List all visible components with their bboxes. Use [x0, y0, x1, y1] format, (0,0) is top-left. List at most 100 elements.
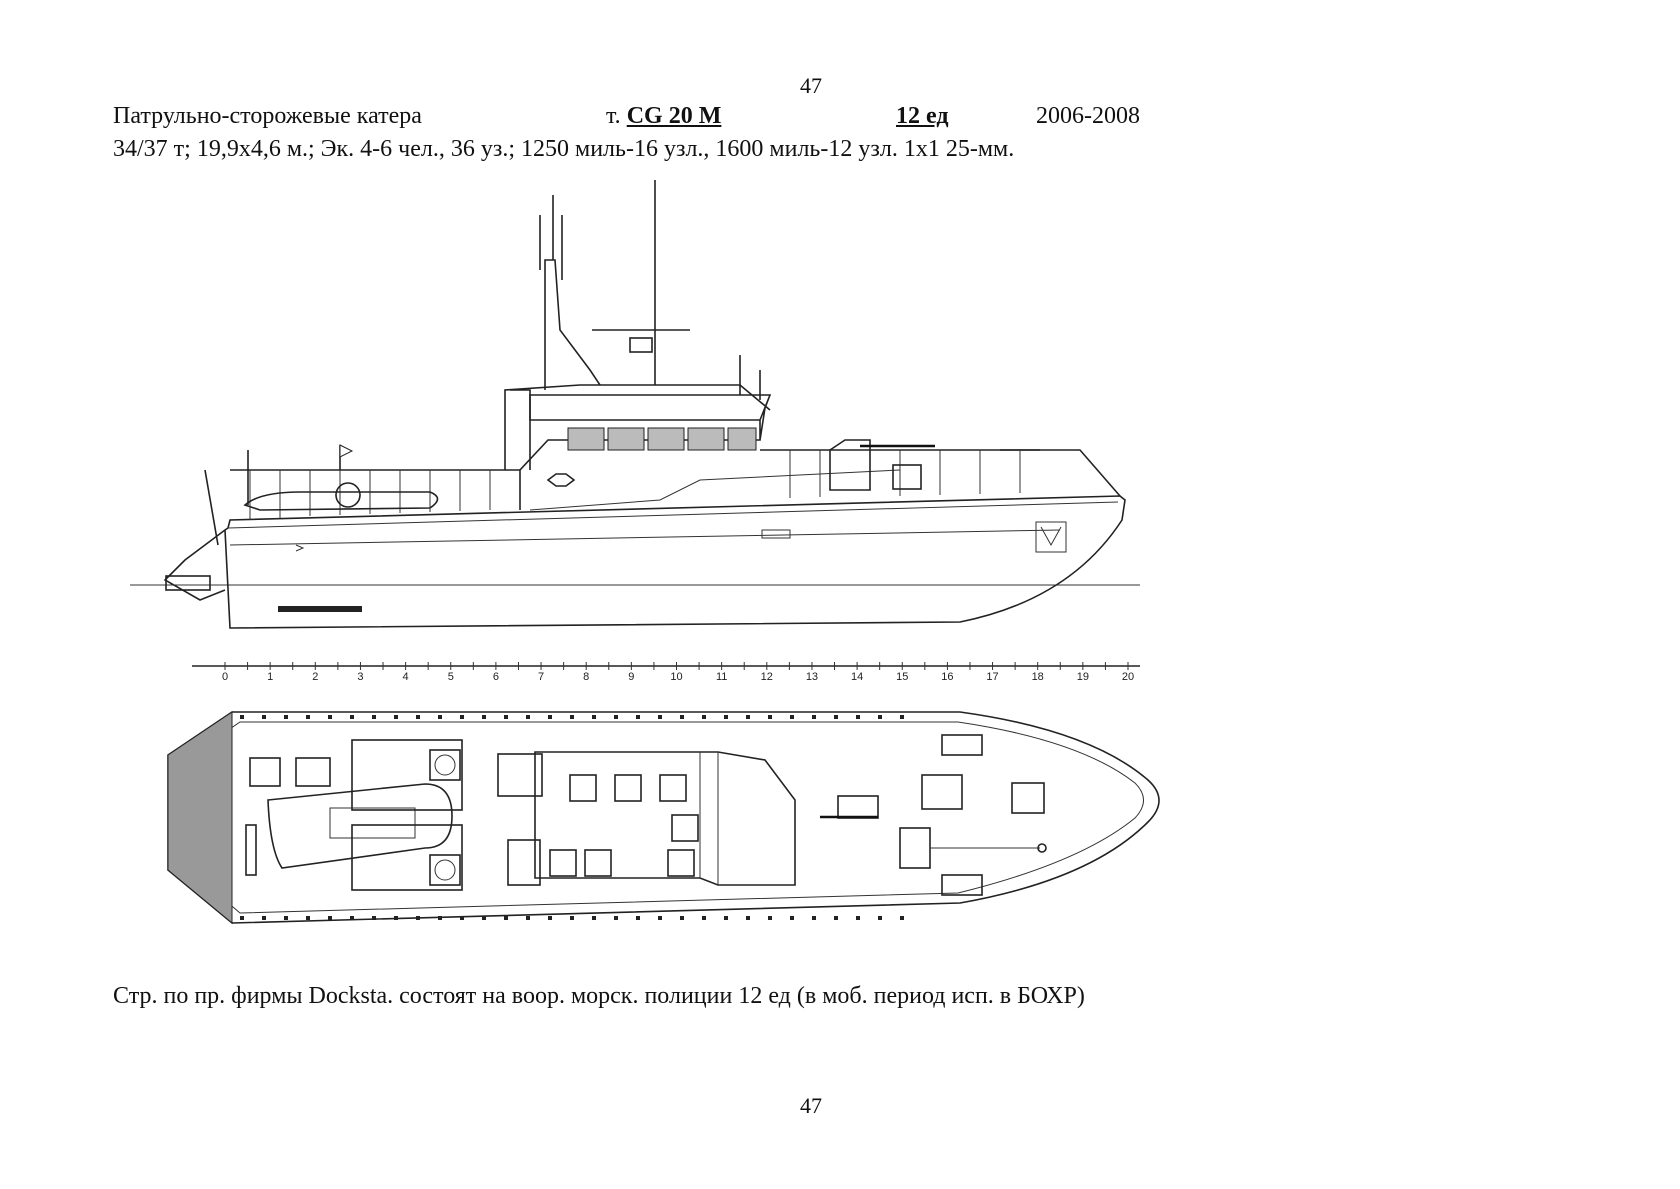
- bulwark-studs: [240, 715, 904, 920]
- scale-label: 3: [357, 671, 363, 683]
- waterjet: [165, 575, 211, 591]
- bulwark-stud: [614, 715, 618, 719]
- deckhouse-aft: [510, 389, 531, 470]
- scale-label: 4: [403, 671, 409, 683]
- hull-strake: [229, 529, 1061, 546]
- life-ring: [335, 482, 361, 508]
- aft-deck-panel-2: [351, 824, 463, 891]
- page-number-bottom: 47: [800, 1093, 822, 1118]
- bulwark-stud: [702, 715, 706, 719]
- scale-label: 18: [1032, 671, 1044, 683]
- aft-locker: [507, 839, 541, 886]
- bulwark-stud: [856, 715, 860, 719]
- bulwark-stud: [724, 916, 728, 920]
- aft-deck-panel: [351, 739, 463, 811]
- bulwark-stud: [834, 715, 838, 719]
- bulwark-stud: [900, 715, 904, 719]
- bulwark-stud: [460, 916, 464, 920]
- stern-frame: [163, 529, 226, 601]
- plan-hull-inner: [179, 721, 1144, 914]
- bulwark-stud: [548, 715, 552, 719]
- scale-label: 0: [222, 671, 228, 683]
- plan-rib: [267, 783, 453, 869]
- caption: Стр. по пр. фирмы Dockstа. состоят на во…: [113, 983, 1085, 1009]
- ammo-box: [892, 464, 922, 490]
- flag: [339, 444, 354, 458]
- aft-hatch-1: [249, 757, 281, 787]
- vessel-class-title: Патрульно-сторожевые катера: [113, 103, 422, 129]
- bulwark-stud: [790, 916, 794, 920]
- bulwark-stud: [526, 715, 530, 719]
- bulwark-stud: [746, 715, 750, 719]
- bulwark-stud: [680, 916, 684, 920]
- aft-ladder: [497, 753, 543, 797]
- scale-label: 7: [538, 671, 544, 683]
- deckhouse-hatch: [546, 473, 576, 487]
- deckhouse: [519, 394, 772, 510]
- bulwark-stud: [570, 916, 574, 920]
- scale-label: 10: [670, 671, 682, 683]
- plan-deckhouse: [534, 751, 796, 886]
- scale-label: 14: [851, 671, 863, 683]
- scale-label: 11: [716, 671, 727, 683]
- transom-grating: [167, 711, 233, 925]
- plan-hull-outer: [167, 711, 1160, 924]
- bulwark-stud: [306, 715, 310, 719]
- bulwark-stud: [812, 916, 816, 920]
- scale-label: 17: [986, 671, 998, 683]
- build-years: 2006-2008: [1036, 103, 1140, 129]
- bulwark-stud: [350, 715, 354, 719]
- bulwark-stud: [768, 715, 772, 719]
- specifications: 34/37 т; 19,9х4,6 м.; Эк. 4-6 чел., 36 у…: [113, 136, 1015, 162]
- bulwark-stud: [394, 916, 398, 920]
- fender-top: [941, 734, 983, 756]
- deckhouse-bulkhead: [699, 752, 719, 885]
- bulwark-stud: [372, 715, 376, 719]
- bulwark-stud: [658, 916, 662, 920]
- bulwark-stud: [878, 715, 882, 719]
- plan-view: [167, 711, 1160, 925]
- bulwark-stud: [416, 916, 420, 920]
- bulwark-stud: [328, 916, 332, 920]
- bulwark-stud: [262, 916, 266, 920]
- fwd-rail-posts: [789, 450, 1021, 498]
- bulwark-stud: [834, 916, 838, 920]
- bulwark-stud: [350, 916, 354, 920]
- vent-fans: [429, 749, 461, 886]
- bulwark-stud: [372, 916, 376, 920]
- radar-dome: [629, 337, 653, 353]
- bulwark-stud: [284, 916, 288, 920]
- scale-label: 16: [941, 671, 953, 683]
- bulwark-stud: [262, 715, 266, 719]
- bridge-seats: [549, 774, 699, 877]
- bridge-windows: [567, 427, 757, 451]
- scale-label: 20: [1122, 671, 1134, 683]
- bulwark-stud: [240, 715, 244, 719]
- bulwark-stud: [614, 916, 618, 920]
- bulwark-stud: [438, 916, 442, 920]
- quantity: 12 ед: [896, 103, 949, 129]
- aft-hatch-2: [295, 757, 331, 787]
- bulwark-stud: [570, 715, 574, 719]
- type-prefix: т.: [606, 103, 621, 129]
- rib-console: [329, 807, 416, 839]
- bow-crest-mark: [1040, 526, 1062, 547]
- bulwark-stud: [592, 916, 596, 920]
- bulwark-stud: [790, 715, 794, 719]
- scale-label: 5: [448, 671, 454, 683]
- bulwark-stud: [284, 715, 288, 719]
- fwd-hatch-2: [1011, 782, 1045, 814]
- stern-davit: [204, 469, 219, 546]
- fender-bottom: [941, 874, 983, 896]
- rub-strake: [278, 606, 362, 612]
- scale-label: 12: [761, 671, 773, 683]
- scale-label: 19: [1077, 671, 1089, 683]
- bulwark-stud: [856, 916, 860, 920]
- scale-label: 1: [267, 671, 273, 683]
- scale-label: 8: [583, 671, 589, 683]
- side-vent: [761, 529, 791, 539]
- bulwark-stud: [548, 916, 552, 920]
- bulwark-stud: [702, 916, 706, 920]
